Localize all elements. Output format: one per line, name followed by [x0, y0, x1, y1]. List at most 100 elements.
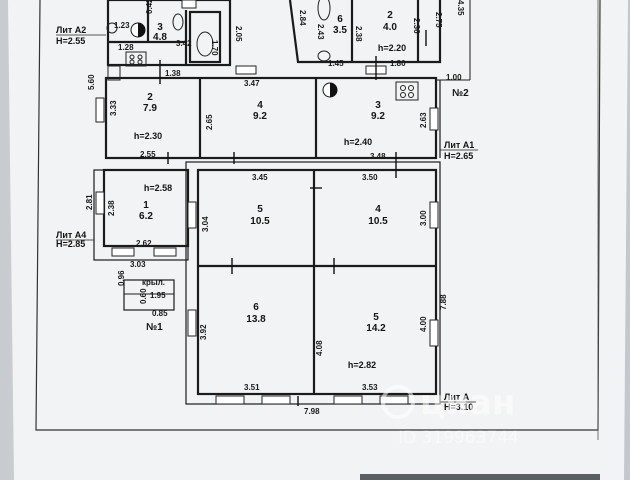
boiler-icon-half [138, 23, 145, 37]
watermark: циан ID 319963744 [381, 383, 519, 448]
window [429, 319, 439, 347]
room-2-number: 2 [147, 92, 153, 103]
dim-label: 1.28 [118, 43, 134, 52]
room-5-bottom-number: 5 [373, 312, 379, 323]
dim-label: 1.95 [150, 291, 166, 300]
windows [95, 0, 439, 405]
watermark-logo-icon [381, 385, 415, 419]
room-6-area: 13.8 [246, 314, 266, 325]
dim-label: 3.53 [362, 383, 378, 392]
room-6-top-number: 6 [337, 14, 343, 25]
dim-label: 1.38 [165, 69, 181, 78]
room-6-top-area: 3.5 [333, 25, 347, 36]
dim-label: 0.85 [152, 309, 168, 318]
stove-icon [125, 51, 147, 67]
room-2-area: 7.9 [143, 103, 157, 114]
lit-a4-name: Лит А4 [56, 230, 86, 240]
dim-label: 1.70 [210, 40, 219, 56]
dim-label: 2.43 [316, 24, 325, 40]
room-2-top-area: 4.0 [383, 22, 397, 33]
room-labels: 3 4.8 2 7.9 h=2.30 4 9.2 3 9.2 h=2.40 h=… [134, 10, 406, 370]
boiler-icons [130, 22, 338, 98]
window [333, 395, 363, 405]
dim-label: 3.47 [244, 79, 260, 88]
window [181, 0, 197, 9]
watermark-id: ID 319963744 [398, 428, 519, 448]
room-4-top-number: 4 [257, 100, 263, 111]
dim-label: 3.42 [176, 39, 192, 48]
room-3-right-area: 9.2 [371, 111, 385, 122]
lit-a2-height: H=2.55 [56, 36, 85, 46]
boiler-icon-half [330, 83, 337, 97]
room-2-top-number: 2 [387, 10, 393, 21]
dim-label: 7.98 [304, 407, 320, 416]
toilet-icon [172, 13, 184, 31]
lit-a1-name: Лит А1 [444, 140, 474, 150]
toilet-icon [317, 50, 331, 62]
dim-label: 2.55 [140, 150, 156, 159]
lit-a-name: Лит А [444, 392, 470, 402]
room-2-height: h=2.30 [134, 131, 162, 141]
liter-labels: Лит А2 H=2.55 Лит А1 H=2.65 Лит А4 H=2.8… [56, 25, 478, 412]
dim-label: 1.23 [114, 21, 130, 30]
stove-burner [400, 92, 406, 98]
window [261, 395, 291, 405]
room-6-number: 6 [253, 302, 259, 313]
sink-icon [107, 65, 121, 81]
stove-burner [137, 54, 143, 60]
wall-lit-a-outer [185, 161, 441, 405]
stove-icon [395, 81, 419, 101]
dim-label: 3.04 [201, 216, 210, 232]
dim-label: 0.42 [145, 0, 154, 14]
porch-outline [123, 279, 175, 311]
stove-burner [408, 85, 414, 91]
dim-label: 2.65 [205, 114, 214, 130]
entrance-1-label: №1 [146, 322, 163, 333]
dim-label: 2.75 [434, 12, 443, 28]
sheet-frame [35, 0, 601, 431]
stove-burner [400, 85, 406, 91]
room-3-top-number: 3 [157, 22, 163, 33]
wall-lit-a [196, 168, 438, 396]
doors [159, 30, 427, 406]
watermark-brand: циан [420, 383, 515, 423]
dim-label: 3.33 [109, 100, 118, 116]
stove-burner [129, 59, 135, 65]
dim-label: 0.96 [117, 270, 126, 286]
stove-burner [408, 92, 414, 98]
dim-label: 1.80 [390, 59, 406, 68]
room-3-right-height: h=2.40 [344, 137, 372, 147]
dim-label: 5.60 [87, 74, 96, 90]
room-3-top-area: 4.8 [153, 32, 167, 43]
dimensions: 1.23 0.42 1.28 3.42 1.70 2.05 1.38 5.60 … [85, 0, 465, 416]
lit-a1-height: H=2.65 [444, 151, 473, 161]
dim-label: 4.08 [315, 340, 324, 356]
dim-label: 3.48 [370, 152, 386, 161]
dim-label: 1.45 [328, 59, 344, 68]
window [235, 65, 257, 75]
fixtures [106, 0, 419, 101]
window [95, 191, 105, 215]
room-1-height: h=2.58 [144, 183, 172, 193]
dim-label: 2.05 [234, 26, 243, 42]
dim-label: 4.00 [419, 316, 428, 332]
wall-lit-a2 [106, 0, 232, 67]
dim-label: 2.38 [354, 26, 363, 42]
room-5-top-number: 5 [257, 204, 263, 215]
wall-lit-top-right [288, 0, 442, 64]
entrance-2-label: №2 [452, 88, 469, 99]
dim-label: 2.62 [136, 239, 152, 248]
room-2-top-height: h=2.20 [378, 43, 406, 53]
bathtub-icon [317, 0, 331, 21]
window [379, 395, 409, 405]
window [111, 247, 135, 257]
bottom-strip [360, 474, 600, 480]
bathtub-icon [196, 31, 214, 57]
room-1-number: 1 [143, 200, 149, 211]
room-5-bottom-height: h=2.82 [348, 360, 376, 370]
window [187, 201, 197, 229]
dim-label: 2.36 [412, 18, 421, 34]
dim-label: 3.45 [252, 173, 268, 182]
